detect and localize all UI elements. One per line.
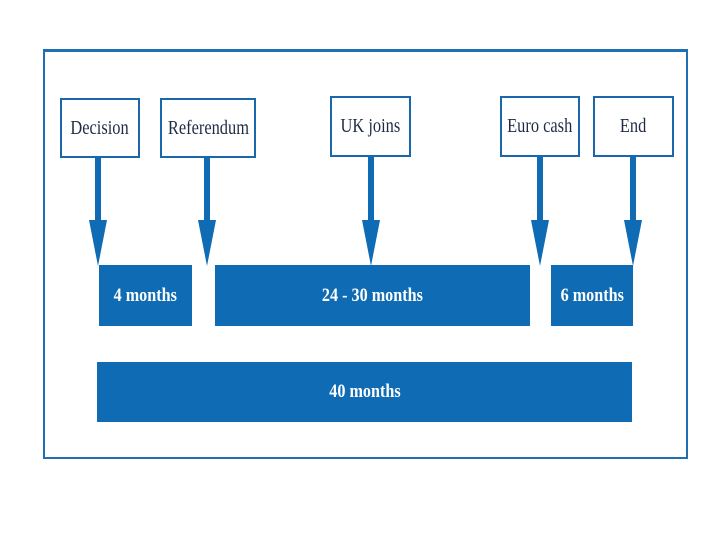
event-label-uk-joins: UK joins [340, 115, 401, 137]
period-bar-6-months: 6 months [551, 265, 633, 326]
event-label-referendum: Referendum [167, 116, 249, 139]
event-box-euro-cash: Euro cash [500, 96, 580, 157]
period-bar-4-months: 4 months [99, 265, 192, 326]
period-bar-24-30-months: 24 - 30 months [215, 265, 530, 326]
event-label-end: End [620, 115, 647, 137]
period-label-24-30-months: 24 - 30 months [322, 284, 423, 306]
event-box-referendum: Referendum [160, 98, 256, 158]
period-label-4-months: 4 months [113, 284, 178, 306]
event-box-end: End [593, 96, 674, 157]
total-bar: 40 months [97, 362, 632, 422]
event-label-decision: Decision [70, 116, 130, 139]
event-box-decision: Decision [60, 98, 140, 158]
event-label-euro-cash: Euro cash [507, 115, 573, 137]
total-label: 40 months [328, 381, 401, 402]
period-label-6-months: 6 months [560, 284, 624, 306]
event-box-uk-joins: UK joins [330, 96, 411, 157]
